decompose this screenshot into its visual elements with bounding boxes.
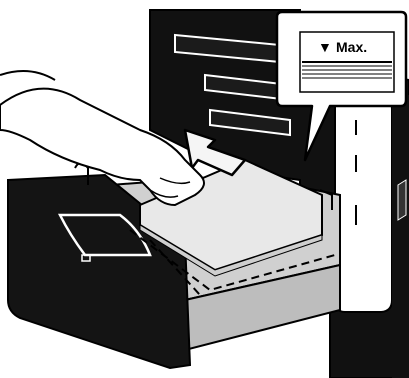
max-label: Max. — [336, 39, 367, 55]
max-arrow-glyph: ▼ — [318, 39, 332, 55]
